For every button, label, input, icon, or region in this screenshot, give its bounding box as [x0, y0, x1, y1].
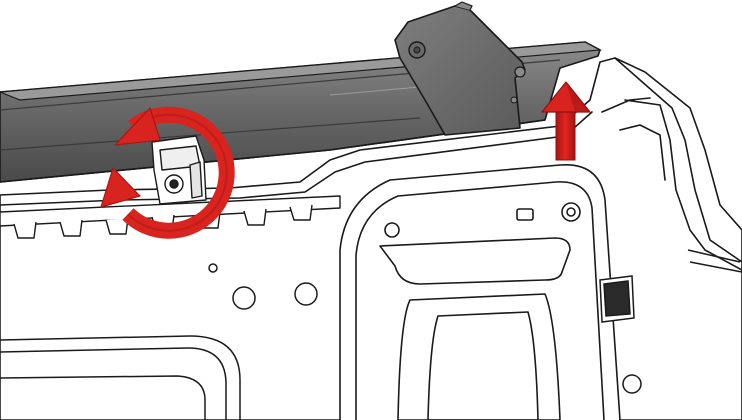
right-side-features	[599, 249, 742, 394]
screw-bracket	[151, 135, 207, 205]
frame-tab-row	[0, 195, 341, 239]
center-opening	[339, 164, 621, 420]
up-arrow-icon	[541, 81, 591, 161]
counterclockwise-rotate-arrow-icon	[100, 106, 235, 239]
left-panel-holes	[208, 263, 318, 310]
latch-lever	[394, 1, 526, 136]
left-panel-channel	[0, 335, 241, 420]
